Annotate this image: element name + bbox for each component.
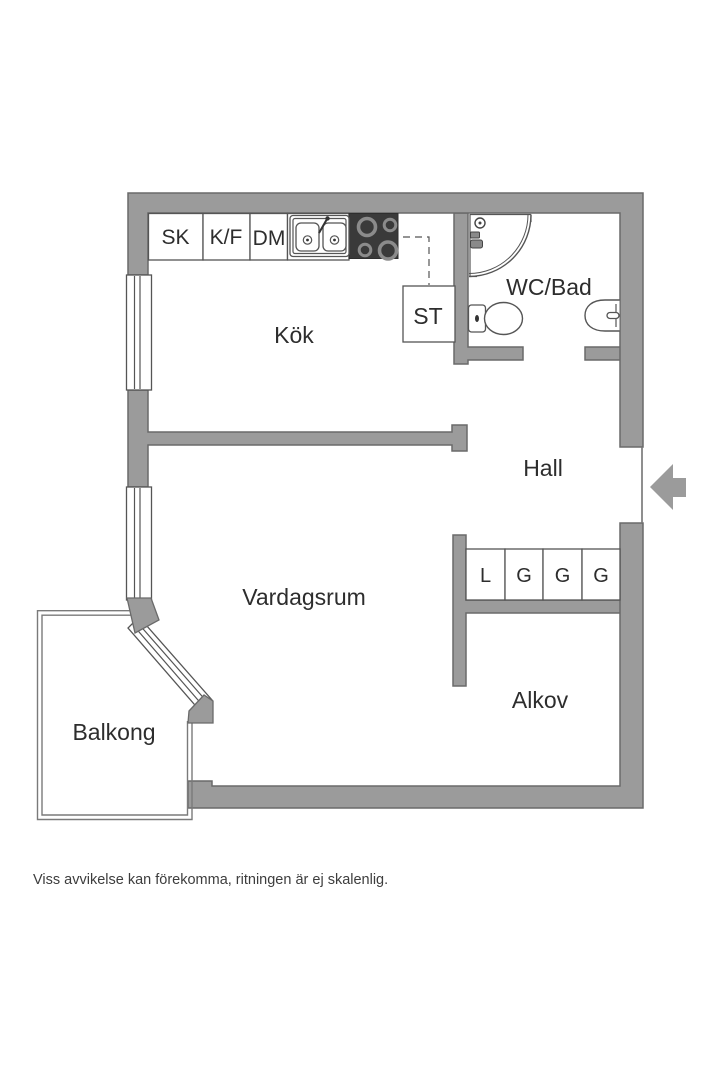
wardrobe-label-g2: G — [555, 565, 571, 587]
washbasin-icon — [584, 299, 620, 332]
shower-icon — [468, 213, 532, 278]
entrance-arrow-icon — [650, 464, 686, 510]
wardrobe-g3 — [581, 548, 621, 601]
door-jamb-upper — [126, 597, 160, 634]
wall-wc-bottom-right — [584, 346, 623, 361]
closet-st — [402, 285, 456, 343]
wardrobe-g1 — [504, 548, 544, 601]
kitchen-counter — [147, 212, 456, 343]
room-label-bathroom: WC/Bad — [506, 274, 592, 300]
balcony-outline — [36, 610, 193, 821]
dishwasher-label: DM — [253, 227, 286, 250]
sink-icon — [289, 214, 350, 258]
window-1 — [125, 274, 153, 391]
window-2 — [125, 486, 153, 601]
wardrobe-l — [465, 548, 506, 601]
balcony-door — [126, 597, 214, 724]
wall-kitchen-living — [127, 389, 468, 488]
wardrobe-g2 — [542, 548, 583, 601]
fridge-freezer-label: K/F — [210, 226, 243, 249]
door-jamb-lower — [187, 694, 214, 724]
dashed-cabinet-marking — [403, 236, 430, 285]
wardrobe-label-g3: G — [593, 565, 609, 587]
room-label-closet: ST — [413, 303, 442, 329]
stove-icon — [348, 213, 399, 261]
wardrobe-label-g1: G — [516, 565, 532, 587]
room-label-living-room: Vardagsrum — [242, 584, 366, 610]
fridge-freezer — [202, 212, 251, 261]
room-label-kitchen: Kök — [274, 322, 314, 348]
disclaimer-text: Viss avvikelse kan förekomma, ritningen … — [33, 872, 388, 888]
cabinet-label: SK — [161, 226, 189, 249]
dishwasher — [249, 212, 289, 261]
cabinet-sk — [147, 212, 204, 261]
toilet-icon — [467, 301, 524, 336]
wardrobe-row — [465, 548, 621, 601]
room-label-hall: Hall — [523, 455, 563, 481]
wardrobe-label-l: L — [480, 565, 491, 587]
room-label-balcony: Balkong — [72, 719, 155, 745]
wall-kitchen-wc — [453, 212, 524, 365]
room-label-alcove: Alkov — [512, 687, 569, 713]
